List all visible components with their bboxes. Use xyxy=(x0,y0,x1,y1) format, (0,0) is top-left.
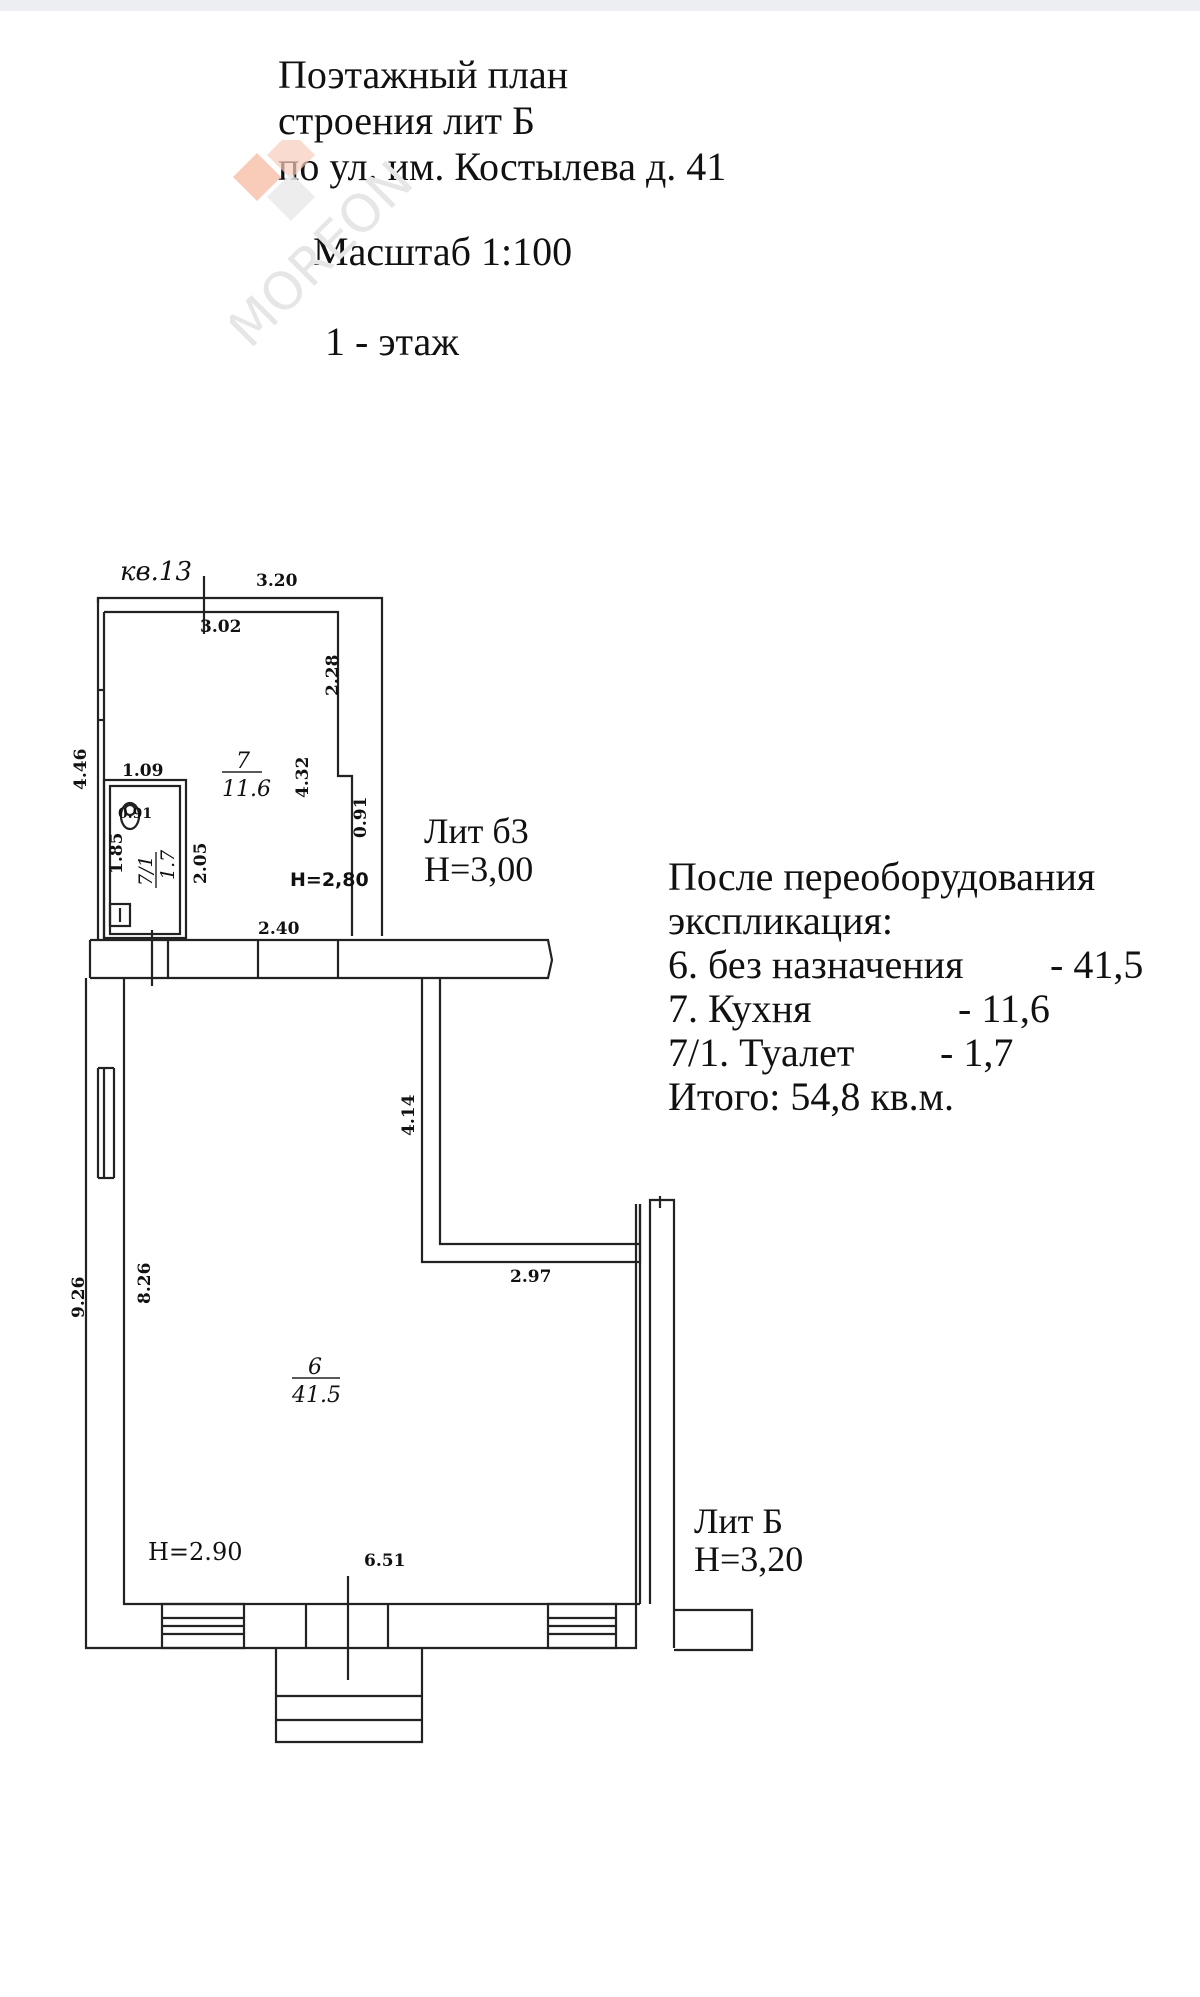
main-step-outer xyxy=(420,978,642,1264)
dim-1-85: 1.85 xyxy=(107,833,127,874)
sink-icon xyxy=(108,902,132,928)
apartment-label: кв.13 xyxy=(120,557,192,587)
dim-8-26: 8.26 xyxy=(135,1263,155,1304)
dim-0-91-wall: 0.91 xyxy=(351,797,371,838)
dim-4-14: 4.14 xyxy=(399,1094,419,1136)
dim-3-02: 3.02 xyxy=(200,617,241,637)
plan-labels: кв.13 3.20 3.02 2.28 4.46 1.09 0.91 0.91… xyxy=(69,557,551,1571)
dim-4-46: 4.46 xyxy=(71,749,91,790)
watermark-logo: MOREON xyxy=(230,140,425,359)
watermark-square-3 xyxy=(266,172,316,222)
dim-3-20: 3.20 xyxy=(256,571,298,591)
room-7-number: 7 xyxy=(236,749,250,774)
dim-1-09: 1.09 xyxy=(122,761,163,781)
title-line-3: по ул. им. Костылева д. 41 xyxy=(278,144,727,189)
toilet-bowl-icon xyxy=(119,801,141,831)
explication-total: Итого: 54,8 кв.м. xyxy=(668,1074,954,1119)
explication-item: 6. без назначения - 41,5 xyxy=(668,942,1144,987)
plan-title: Поэтажный план строения лит Б по ул. им.… xyxy=(278,52,726,190)
dim-4-32: 4.32 xyxy=(293,757,313,798)
lit-b-height: Н=3,20 xyxy=(694,1539,804,1579)
lit-b3-label: Лит б3 Н=3,00 xyxy=(424,812,533,888)
dim-2-28: 2.28 xyxy=(323,655,343,696)
room-7-1-area: 1.7 xyxy=(157,849,179,880)
watermark-square-1 xyxy=(232,152,282,202)
main-inner-wall xyxy=(122,978,640,1606)
dim-9-26: 9.26 xyxy=(69,1277,89,1318)
upper-inner-wall xyxy=(104,610,354,936)
top-bar xyxy=(0,0,1200,11)
floor-label: 1 - этаж xyxy=(325,319,459,364)
explication-block: После переоборудования экспликация: 6. б… xyxy=(668,855,1143,1119)
room-6-area: 41.5 xyxy=(291,1383,341,1408)
lit-b3-height: Н=3,00 xyxy=(424,849,534,889)
dim-6-51: 6.51 xyxy=(364,1551,405,1571)
explication-heading-1: После переоборудования xyxy=(668,854,1096,899)
room-6-number: 6 xyxy=(308,1355,322,1380)
room-7-1-number: 7/1 xyxy=(135,855,157,886)
room-7-1-label: 7/1 1.7 xyxy=(135,849,179,888)
explication-item: 7/1. Туалет - 1,7 xyxy=(668,1030,1014,1075)
main-height: Н=2.90 xyxy=(148,1538,242,1566)
lit-b-name: Лит Б xyxy=(694,1501,784,1541)
right-bottom-wall xyxy=(674,1608,754,1652)
dim-2-97: 2.97 xyxy=(510,1267,551,1287)
middle-partition xyxy=(90,938,554,980)
lit-b-label: Лит Б Н=3,20 xyxy=(694,1502,803,1578)
title-line-2: строения лит Б xyxy=(278,98,535,143)
lit-b3-name: Лит б3 xyxy=(424,811,529,851)
room-7-area: 11.6 xyxy=(222,777,271,802)
dim-2-40: 2.40 xyxy=(258,919,300,939)
main-step-inner xyxy=(438,978,640,1246)
dim-2-05: 2.05 xyxy=(191,843,211,884)
toilet-partition xyxy=(102,778,188,940)
kitchen-height: Н=2,80 xyxy=(290,869,369,891)
explication-item: 7. Кухня - 11,6 xyxy=(668,986,1050,1031)
toilet-inner xyxy=(108,784,182,936)
main-outer-wall xyxy=(84,978,638,1650)
plan-scale: Масштаб 1:100 xyxy=(313,229,573,274)
dim-0-91-toilet: 0.91 xyxy=(118,806,152,822)
watermark-square-2 xyxy=(266,140,316,180)
title-line-1: Поэтажный план xyxy=(278,52,569,97)
explication-heading-2: экспликация: xyxy=(668,898,894,943)
plan-walls xyxy=(84,576,754,1744)
